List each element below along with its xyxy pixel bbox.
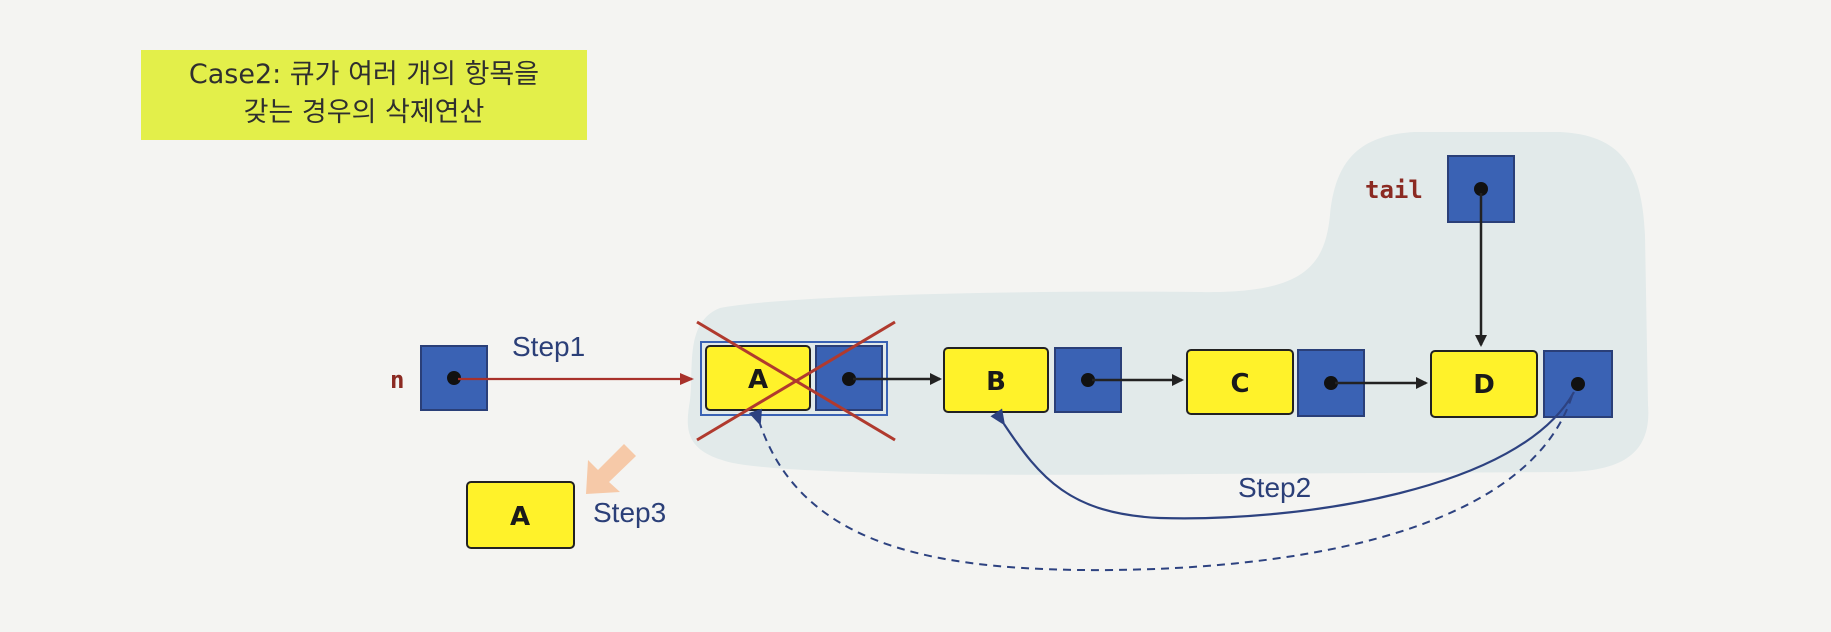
node-d-link-cell	[1543, 350, 1613, 418]
node-b-label: B	[986, 367, 1006, 397]
step2-label: Step2	[1238, 472, 1311, 503]
highlight-region	[687, 132, 1649, 475]
node-b-link-dot	[1081, 373, 1095, 387]
step1-label: Step1	[512, 331, 585, 362]
step3-label: Step3	[593, 497, 666, 528]
returned-node-a	[466, 481, 575, 549]
caption-line-1: Case2: 큐가 여러 개의 항목을	[188, 59, 540, 90]
pointer-n-dot	[447, 371, 461, 385]
node-c-label: C	[1230, 369, 1249, 399]
step2-arrow	[990, 391, 1575, 520]
node-d-label: D	[1473, 370, 1495, 400]
node-d-data-cell	[1430, 350, 1538, 418]
returned-node-label: A	[510, 502, 530, 532]
node-a-label: A	[748, 365, 768, 395]
node-c-data-cell	[1186, 349, 1294, 415]
node-a-link-dot	[842, 372, 856, 386]
node-c-link-dot	[1324, 376, 1338, 390]
pointer-tail-label: tail	[1365, 176, 1423, 204]
step3-arrow	[586, 444, 636, 494]
pointer-n-label: n	[390, 366, 404, 394]
caption-box: Case2: 큐가 여러 개의 항목을 갖는 경우의 삭제연산	[141, 50, 587, 140]
pointer-tail-dot	[1474, 182, 1488, 196]
node-d-link-dot	[1571, 377, 1585, 391]
caption-line-2: 갖는 경우의 삭제연산	[243, 97, 485, 128]
cross-line-2	[696, 320, 896, 442]
